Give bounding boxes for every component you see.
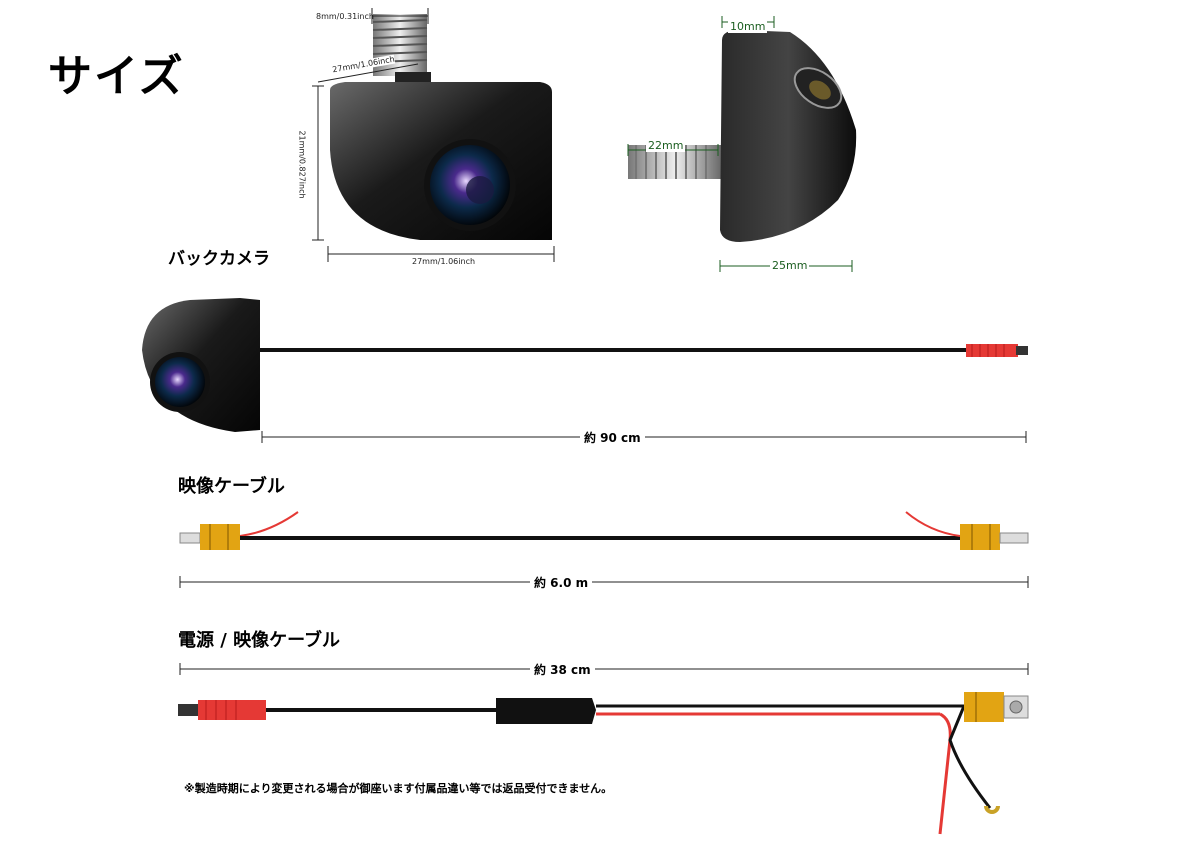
power-video-cable bbox=[178, 692, 1029, 835]
height-label: 21mm/0.827inch bbox=[297, 130, 307, 199]
video-cable bbox=[179, 511, 1029, 550]
screw-width-label: 8mm/0.31inch bbox=[316, 12, 374, 21]
power-cable-label: 電源 / 映像ケーブル bbox=[178, 630, 341, 651]
camera-cable-length: 約 90 cm bbox=[580, 429, 645, 446]
camera-front-view bbox=[330, 14, 552, 240]
side-screw-label: 22mm bbox=[646, 139, 686, 152]
video-cable-label: 映像ケーブル bbox=[178, 476, 285, 497]
disclaimer-note: ※製造時期により変更される場合が御座います付属品違い等では返品受付できません。 bbox=[184, 782, 613, 795]
front-dimension-lines bbox=[312, 8, 555, 262]
video-cable-length: 約 6.0 m bbox=[530, 574, 593, 591]
video-cable-dimension-line bbox=[179, 576, 1029, 588]
camera-with-cable bbox=[142, 298, 1028, 432]
camera-side-view bbox=[628, 30, 857, 242]
power-cable-length: 約 38 cm bbox=[530, 661, 595, 678]
page-title: サイズ bbox=[48, 51, 185, 102]
camera-label: バックカメラ bbox=[168, 249, 270, 269]
power-cable-dimension-line bbox=[179, 663, 1029, 675]
side-top-label: 10mm bbox=[728, 20, 768, 33]
bottom-width-label: 27mm/1.06inch bbox=[412, 257, 476, 266]
side-bottom-label: 25mm bbox=[770, 259, 810, 272]
